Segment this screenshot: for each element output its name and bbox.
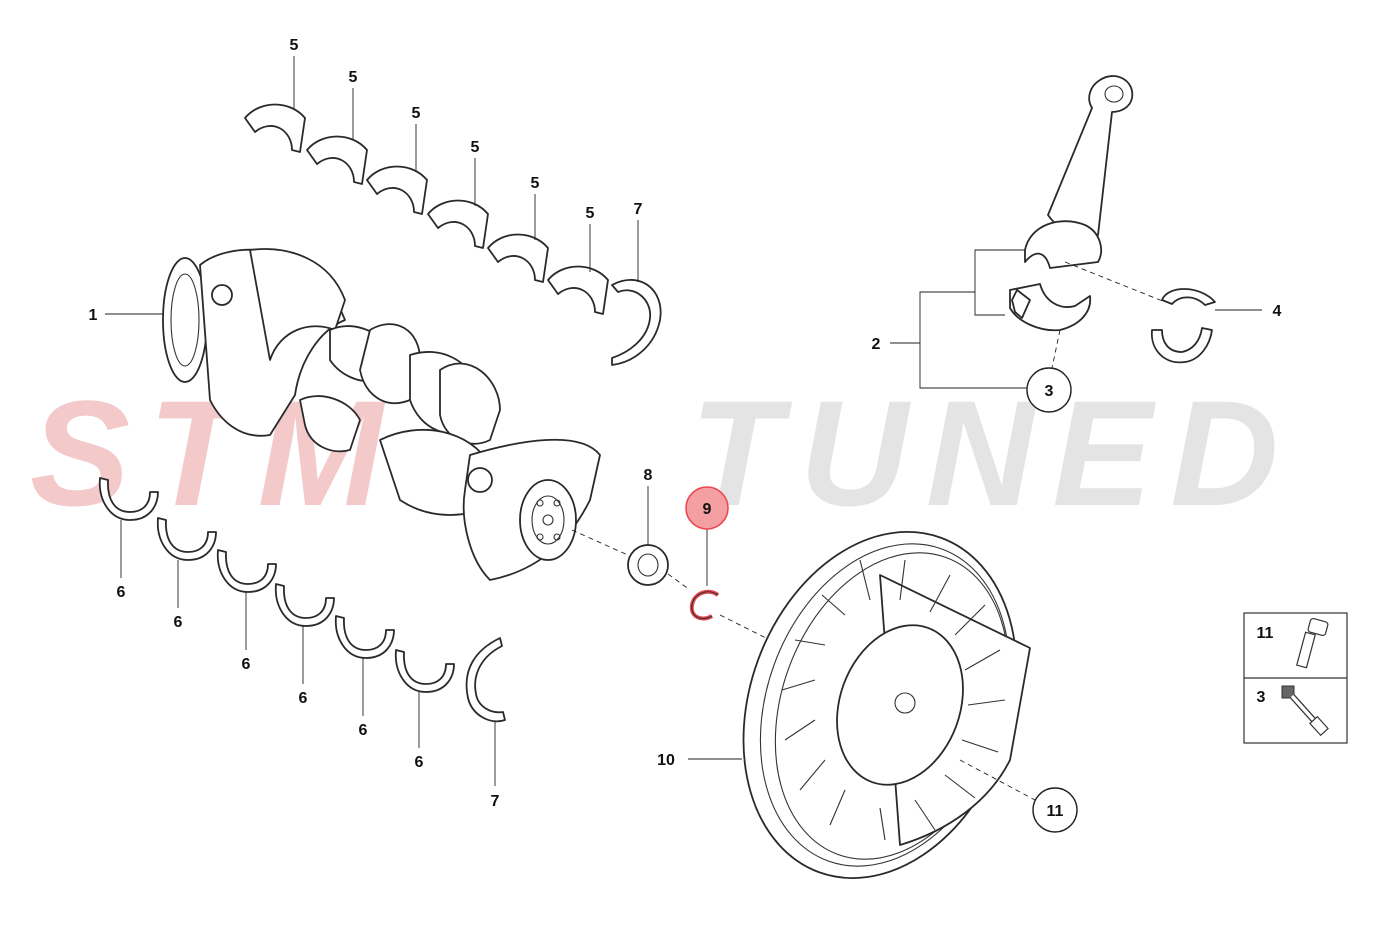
callout-5-b: 5 xyxy=(349,69,358,86)
seal-ring[interactable]: 8 xyxy=(627,467,669,586)
legend-row-2-label: 3 xyxy=(1257,689,1266,706)
callout-1-label: 1 xyxy=(89,307,98,324)
crankshaft[interactable] xyxy=(162,248,601,581)
callout-5-d: 5 xyxy=(471,139,480,156)
callout-5-f: 5 xyxy=(586,205,595,222)
bolt-icon xyxy=(1296,617,1329,669)
callout-3-circle xyxy=(1026,367,1072,413)
callout-1[interactable]: 1 xyxy=(89,307,163,324)
callout-3: 3 xyxy=(1045,383,1054,400)
circlip-highlighted[interactable]: 9 xyxy=(685,486,729,621)
stretch-bolt-icon xyxy=(1281,685,1329,737)
callout-6-b: 6 xyxy=(174,614,183,631)
legend-row-1-label: 11 xyxy=(1257,625,1274,642)
thrust-washer-top[interactable]: 7 xyxy=(611,201,662,366)
callouts-6[interactable]: 6 6 6 6 6 6 xyxy=(117,520,424,771)
conrod-bearing[interactable]: 4 xyxy=(1151,288,1282,364)
watermark-right-text: TUNED xyxy=(690,369,1297,537)
callout-10: 10 xyxy=(657,752,675,769)
callout-5-e: 5 xyxy=(531,175,540,192)
callout-11: 11 xyxy=(1047,803,1064,820)
callout-4: 4 xyxy=(1273,303,1282,320)
pulley-damper[interactable]: 10 xyxy=(657,493,1063,916)
thrust-washer-bottom[interactable]: 7 xyxy=(465,637,506,810)
callouts-5[interactable]: 5 5 5 5 5 5 xyxy=(290,37,595,272)
callout-9: 9 xyxy=(703,501,712,518)
callout-2-bracket[interactable]: 2 xyxy=(872,249,1027,389)
lower-bearing-shells[interactable] xyxy=(98,477,455,693)
callout-6-e: 6 xyxy=(359,722,368,739)
callout-11-circle-group[interactable]: 11 xyxy=(959,759,1078,833)
callout-7-top: 7 xyxy=(634,201,643,218)
callout-5-a: 5 xyxy=(290,37,299,54)
callout-11-circle xyxy=(1032,787,1078,833)
callout-8: 8 xyxy=(644,467,653,484)
callout-9-circle xyxy=(685,486,729,530)
upper-bearing-shells[interactable] xyxy=(244,103,609,315)
callout-6-c: 6 xyxy=(242,656,251,673)
callout-6-a: 6 xyxy=(117,584,126,601)
connecting-rod[interactable] xyxy=(1009,75,1134,332)
conrod-axis xyxy=(1051,261,1166,369)
callout-2: 2 xyxy=(872,336,881,353)
callout-6-f: 6 xyxy=(415,754,424,771)
callout-5-c: 5 xyxy=(412,105,421,122)
legend-box: 11 3 xyxy=(1243,612,1348,744)
callout-3-circle-group[interactable]: 3 xyxy=(1026,367,1072,413)
callout-6-d: 6 xyxy=(299,690,308,707)
assembly-axis xyxy=(571,529,771,641)
callout-7-bottom: 7 xyxy=(491,793,500,810)
